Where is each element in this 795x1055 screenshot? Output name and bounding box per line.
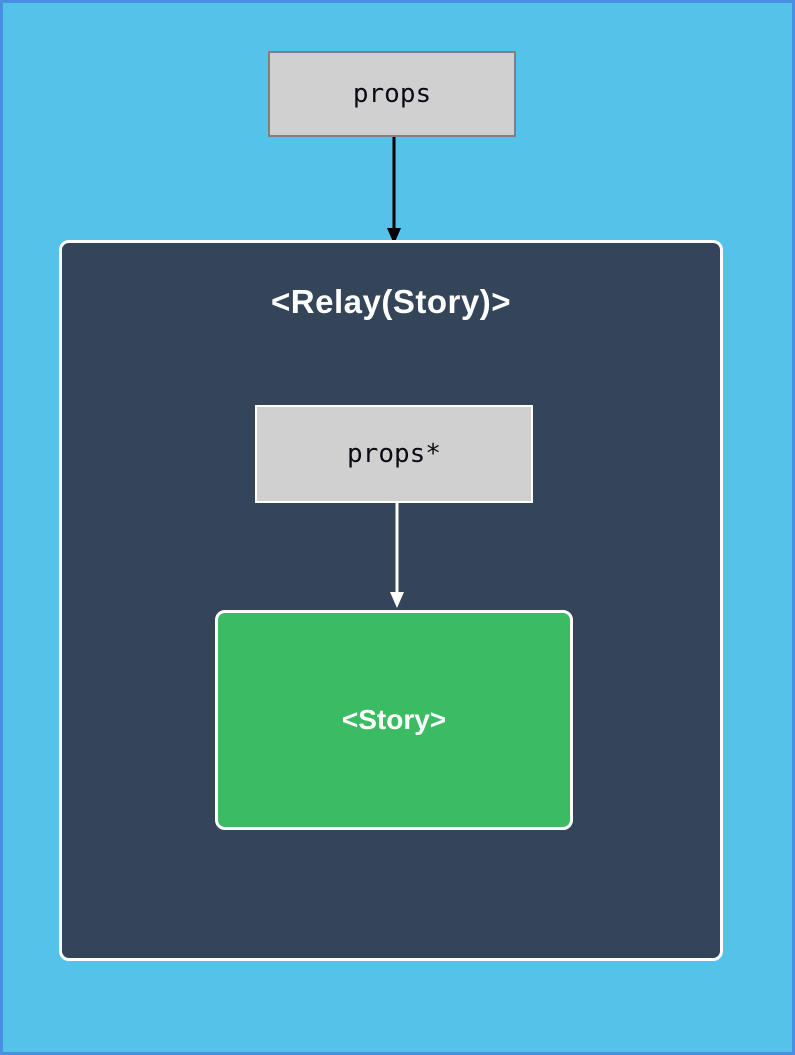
arrow-shaft [392,137,396,229]
props-star-node-label: props* [347,439,441,469]
props-star-to-story-arrow [390,503,404,608]
props-node-label: props [352,79,432,109]
props-to-relay-arrow [387,137,401,244]
arrow-shaft [395,503,399,593]
arrow-head-down-icon [390,592,404,608]
relay-container-node: <Relay(Story)> props* <Story> [59,240,723,961]
story-node: <Story> [215,610,573,830]
props-node: props [268,51,516,137]
props-star-node: props* [255,405,533,503]
story-node-label: <Story> [341,704,447,735]
relay-container-title: <Relay(Story)> [271,283,511,320]
